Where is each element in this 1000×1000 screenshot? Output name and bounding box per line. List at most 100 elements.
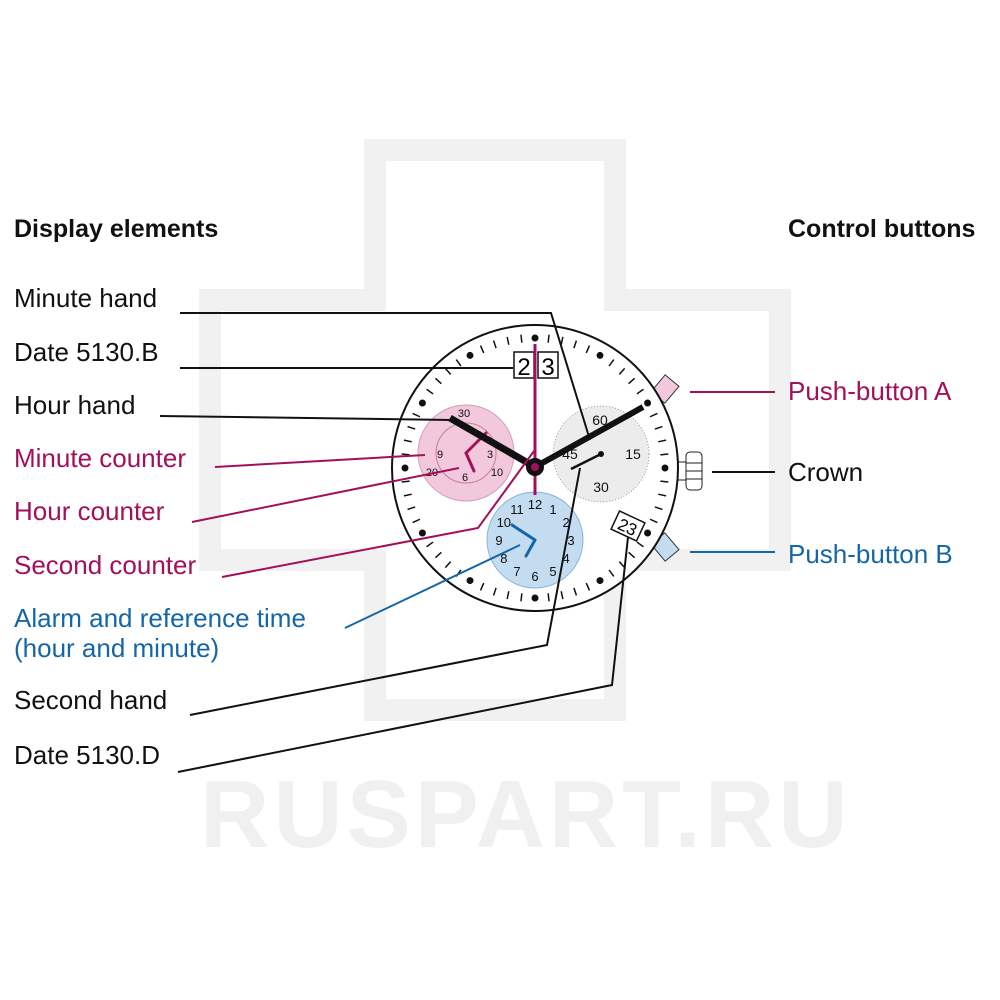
alarm-numeral: 8	[500, 551, 507, 566]
minute-tick	[608, 359, 615, 367]
hour-marker	[466, 351, 474, 359]
label-date-5130d: Date 5130.D	[14, 740, 160, 770]
date-digit: 3	[541, 354, 554, 381]
mc-num: 3	[487, 449, 493, 461]
hour-marker	[418, 399, 426, 407]
minute-tick	[520, 334, 523, 343]
minute-tick	[547, 334, 550, 343]
label-alarm: Alarm and reference time	[14, 603, 306, 633]
hour-marker	[596, 351, 604, 359]
label-minute-counter: Minute counter	[14, 443, 186, 473]
watermark-cross	[199, 139, 791, 721]
minute-tick	[506, 336, 510, 345]
minute-tick	[426, 541, 434, 548]
label-hour-hand: Hour hand	[14, 390, 136, 420]
minute-tick	[608, 569, 615, 577]
alarm-numeral: 12	[528, 497, 542, 512]
hour-marker	[596, 577, 604, 585]
alarm-numeral: 11	[510, 502, 524, 517]
sc-num: 15	[625, 446, 641, 462]
minute-tick	[654, 506, 663, 511]
leader-minute-hand	[180, 312, 591, 441]
hour-marker	[644, 399, 652, 407]
leader-hour-counter	[191, 467, 460, 523]
minute-tick	[660, 480, 669, 483]
label-second-counter: Second counter	[14, 550, 197, 580]
minute-tick	[649, 518, 658, 524]
minute-tick	[658, 439, 667, 443]
hour-marker	[531, 334, 539, 342]
minute-tick	[434, 377, 442, 385]
label-minute-hand: Minute hand	[14, 283, 158, 313]
hour-hand	[448, 414, 537, 471]
minute-tick	[560, 591, 564, 600]
date-5130b-window: 2 3	[513, 351, 559, 381]
leader-second-hand	[189, 467, 581, 716]
minute-tick	[434, 551, 442, 559]
sc-num: 60	[592, 412, 608, 428]
minute-tick	[444, 367, 452, 375]
minute-tick	[560, 336, 564, 345]
heading-control-buttons: Control buttons	[788, 215, 976, 243]
alarm-numeral: 2	[563, 515, 570, 530]
label-hour-counter: Hour counter	[14, 496, 165, 526]
label-alarm-line2: (hour and minute)	[14, 633, 220, 663]
minute-tick	[573, 587, 578, 596]
minute-tick	[412, 412, 421, 418]
label-second-hand: Second hand	[14, 685, 168, 715]
minute-tick	[492, 340, 497, 349]
label-date-5130b: Date 5130.B	[14, 337, 159, 367]
mc-num: 9	[437, 449, 443, 461]
minute-tick	[492, 587, 497, 596]
alarm-numeral: 9	[495, 533, 502, 548]
minute-tick	[412, 518, 421, 524]
minute-tick	[407, 425, 416, 430]
minute-tick	[585, 345, 591, 354]
hour-marker	[466, 577, 474, 585]
minute-tick	[407, 506, 416, 511]
minute-tick	[401, 453, 410, 456]
leader-date-5130d	[177, 536, 629, 773]
minute-tick	[426, 388, 434, 395]
dial-ticks	[401, 334, 669, 602]
hour-marker	[401, 464, 409, 472]
alarm-hands	[510, 523, 537, 558]
alarm-numeral: 10	[497, 515, 511, 530]
crown-icon[interactable]	[677, 451, 703, 491]
minute-tick	[573, 340, 578, 349]
minute-tick	[455, 359, 462, 367]
minute-tick	[547, 593, 550, 602]
mc-num: 6	[462, 472, 468, 484]
alarm-numeral: 7	[513, 564, 520, 579]
alarm-numeral: 4	[563, 551, 570, 566]
leader-alarm	[344, 544, 521, 629]
hour-marker	[418, 529, 426, 537]
minute-tick	[479, 345, 485, 354]
minute-tick	[403, 493, 412, 497]
minute-tick	[660, 453, 669, 456]
hour-marker	[644, 529, 652, 537]
minute-tick	[479, 582, 485, 591]
label-push-button-a: Push-button A	[788, 376, 952, 406]
minute-tick	[654, 425, 663, 430]
sc-num: 30	[593, 479, 609, 495]
minute-tick	[636, 388, 644, 395]
minute-tick	[585, 582, 591, 591]
alarm-numeral: 5	[549, 564, 556, 579]
minute-tick	[506, 591, 510, 600]
leader-minute-counter	[214, 454, 426, 468]
second-counter-hand	[570, 452, 602, 471]
minute-tick	[658, 493, 667, 497]
minute-tick	[618, 367, 626, 375]
minute-tick	[628, 377, 636, 385]
minute-tick	[444, 561, 452, 569]
leader-second-counter	[221, 450, 535, 578]
mc-num: 30	[458, 408, 470, 420]
watermark: RUSPART.RU	[200, 761, 852, 868]
minute-tick	[649, 412, 658, 418]
label-crown: Crown	[788, 457, 864, 487]
alarm-numeral: 3	[567, 533, 574, 548]
alarm-numeral: 6	[531, 569, 538, 584]
